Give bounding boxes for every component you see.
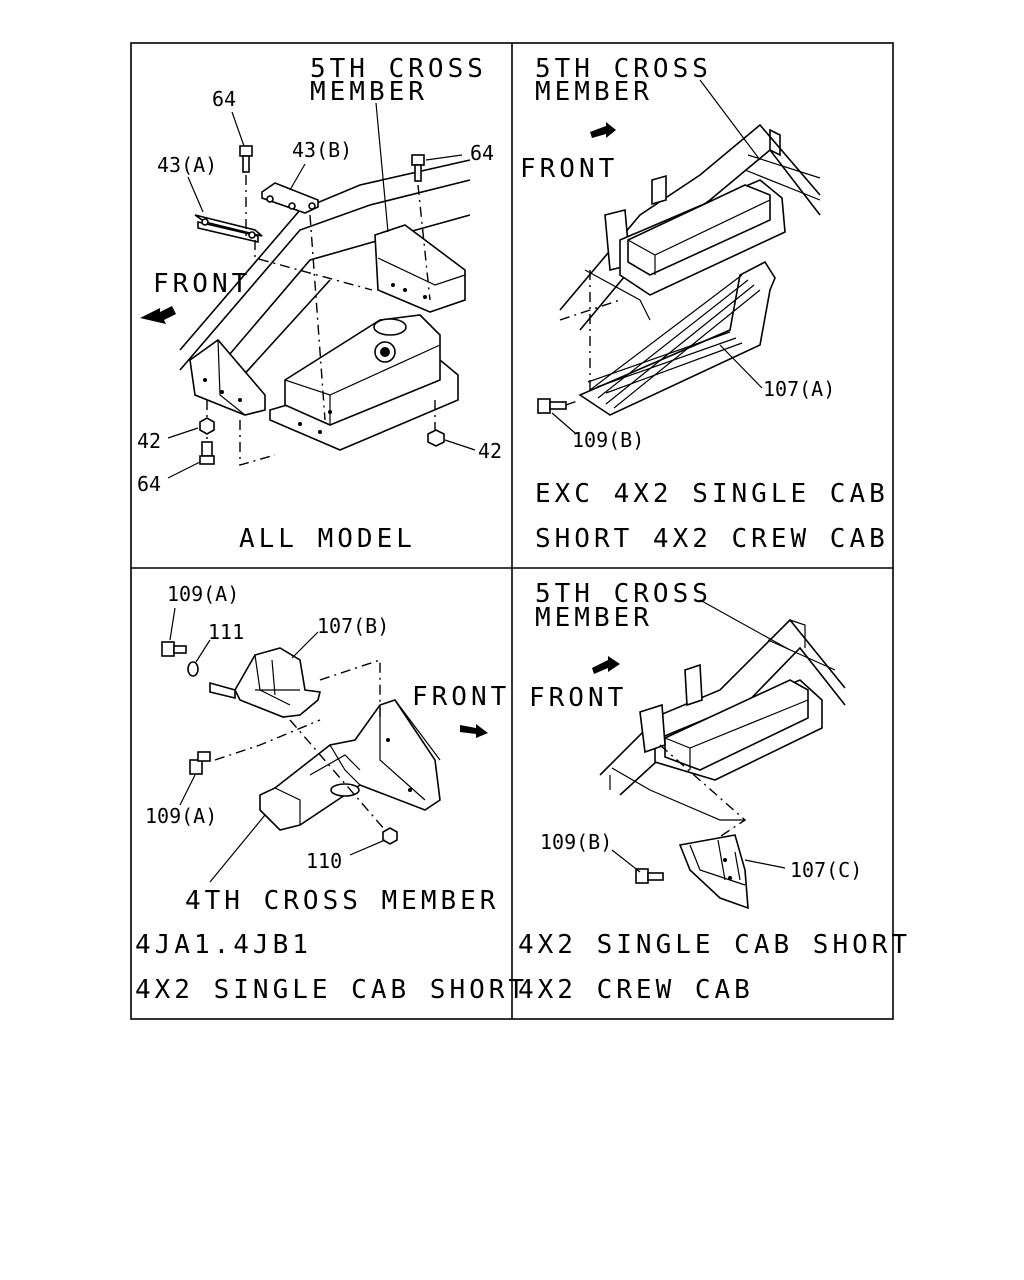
tr-front-label: FRONT — [520, 154, 619, 184]
br-caption-line-1: 4X2 SINGLE CAB SHORT — [518, 930, 912, 960]
br-callout-107c: 107(C) — [790, 858, 863, 882]
br-front-label: FRONT — [529, 683, 628, 713]
tr-caption-line-1: EXC 4X2 SINGLE CAB — [535, 479, 889, 509]
bl-callout-107b: 107(B) — [317, 614, 390, 638]
tr-callout-109b: 109(B) — [572, 428, 645, 452]
br-cross-member-label-1: 5TH CROSS — [535, 579, 712, 609]
bl-front-label: FRONT — [412, 682, 511, 712]
tr-caption-line-2: SHORT 4X2 CREW CAB — [535, 524, 889, 554]
tl-front-label: FRONT — [153, 269, 252, 299]
bl-callout-109a-bottom: 109(A) — [145, 804, 218, 828]
bottom-right-drawing — [592, 599, 846, 910]
top-left-drawing — [140, 102, 476, 479]
bl-callout-109a-top: 109(A) — [167, 582, 240, 606]
tl-callout-42-right: 42 — [478, 439, 503, 463]
bl-callout-111: 111 — [208, 620, 245, 644]
tr-cross-member-label-1: 5TH CROSS — [535, 54, 712, 84]
br-cross-member-label-2: MEMBER — [535, 603, 653, 633]
tr-cross-member-label-2: MEMBER — [535, 77, 653, 107]
tl-callout-64-top: 64 — [212, 87, 237, 111]
tl-callout-43b: 43(B) — [292, 138, 353, 162]
tl-callout-43a: 43(A) — [157, 153, 218, 177]
tl-caption: ALL MODEL — [239, 524, 416, 554]
panel-grid — [130, 42, 894, 1020]
br-caption-line-2: 4X2 CREW CAB — [518, 975, 754, 1005]
bottom-left-drawing — [161, 607, 488, 883]
bl-caption-line-2: 4X2 SINGLE CAB SHORT — [135, 975, 529, 1005]
tl-callout-42-left: 42 — [137, 429, 162, 453]
bl-4th-cross-member-label: 4TH CROSS MEMBER — [185, 886, 500, 916]
tl-callout-64-bottom: 64 — [137, 472, 162, 496]
tr-callout-107a: 107(A) — [763, 377, 836, 401]
tl-callout-64-right: 64 — [470, 141, 495, 165]
bl-callout-110: 110 — [306, 849, 343, 873]
bl-caption-line-1: 4JA1.4JB1 — [135, 930, 312, 960]
tl-cross-member-label-1: 5TH CROSS — [310, 54, 487, 84]
top-right-drawing — [537, 79, 821, 434]
br-callout-109b: 109(B) — [540, 830, 613, 854]
tl-cross-member-label-2: MEMBER — [310, 77, 428, 107]
